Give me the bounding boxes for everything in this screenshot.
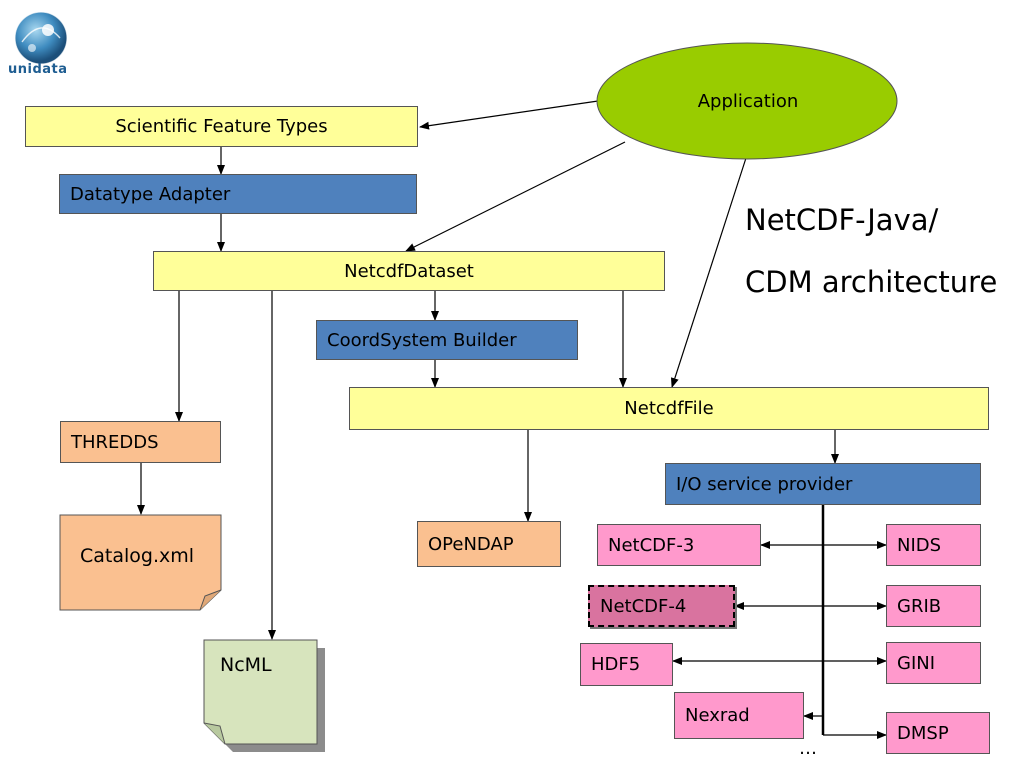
catalog-xml-node: Catalog.xml: [60, 515, 221, 610]
opendap-label: OPeNDAP: [428, 533, 514, 555]
nexrad-label: Nexrad: [685, 705, 750, 726]
edge-app-sft: [419, 100, 599, 130]
nids-label: NIDS: [897, 534, 942, 556]
application-label: Application: [697, 90, 799, 112]
ncml-page-shape: [203, 639, 318, 745]
logo-wordmark: unidata: [8, 62, 68, 77]
netcdf3-label: NetCDF-3: [608, 534, 695, 556]
netcdf-file-label: NetcdfFile: [624, 398, 714, 419]
thredds-box: THREDDS: [60, 421, 221, 463]
gini-box: GINI: [886, 642, 981, 684]
coordsystem-builder-box: CoordSystem Builder: [316, 320, 578, 360]
unidata-logo: [14, 11, 68, 65]
catalog-xml-label: Catalog.xml: [80, 545, 195, 567]
ncml-node: NcML: [204, 640, 317, 744]
gini-label: GINI: [897, 652, 936, 674]
nexrad-box: Nexrad: [674, 692, 804, 739]
more-formats-ellipsis: …: [799, 738, 817, 759]
edge-app-dataset: [405, 141, 626, 252]
opendap-box: OPeNDAP: [417, 521, 561, 567]
netcdf-dataset-box: NetcdfDataset: [153, 251, 665, 291]
scientific-feature-types-label: Scientific Feature Types: [115, 116, 328, 137]
grib-label: GRIB: [897, 595, 942, 617]
netcdf-file-box: NetcdfFile: [349, 387, 989, 430]
hdf5-label: HDF5: [591, 654, 641, 675]
datatype-adapter-box: Datatype Adapter: [59, 174, 417, 214]
scientific-feature-types-box: Scientific Feature Types: [25, 106, 418, 147]
ncml-label: NcML: [220, 654, 272, 676]
edge-app-file: [670, 157, 747, 388]
coordsystem-builder-label: CoordSystem Builder: [327, 329, 517, 351]
dmsp-label: DMSP: [897, 722, 949, 744]
caption-line-1: NetCDF-Java/: [745, 203, 939, 237]
nids-box: NIDS: [886, 524, 981, 566]
application-ellipse: [596, 42, 898, 160]
grib-box: GRIB: [886, 585, 981, 627]
netcdf4-label: NetCDF-4: [600, 595, 687, 617]
application-node: Application: [598, 80, 898, 122]
netcdf3-box: NetCDF-3: [597, 524, 761, 566]
datatype-adapter-label: Datatype Adapter: [70, 183, 231, 205]
netcdf4-box: NetCDF-4: [588, 585, 735, 627]
thredds-label: THREDDS: [71, 431, 159, 453]
netcdf-dataset-label: NetcdfDataset: [344, 260, 474, 282]
io-service-provider-label: I/O service provider: [676, 473, 853, 495]
dmsp-box: DMSP: [886, 712, 990, 754]
hdf5-box: HDF5: [580, 643, 673, 686]
caption-line-2: CDM architecture: [745, 265, 998, 299]
io-service-provider-box: I/O service provider: [665, 463, 981, 505]
